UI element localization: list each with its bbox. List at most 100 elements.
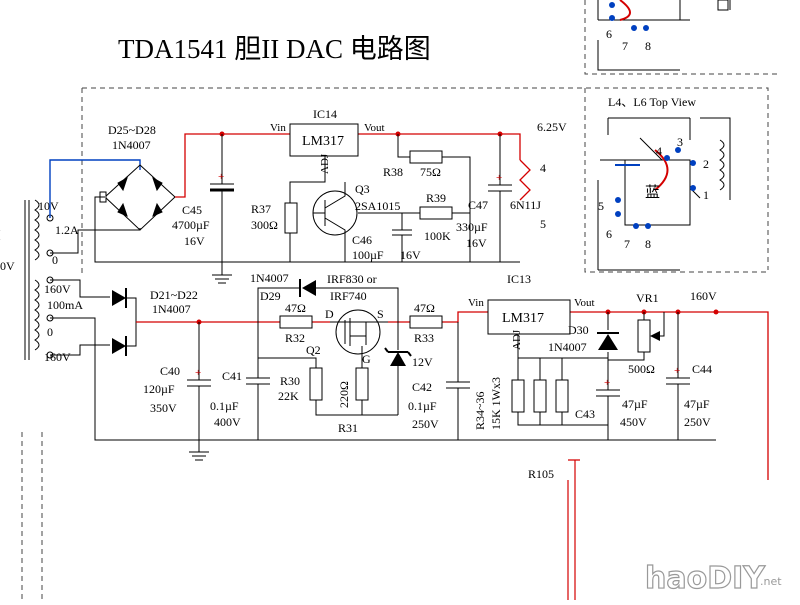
c45-b: 4700µF xyxy=(172,218,210,232)
r37-b: 300Ω xyxy=(251,218,278,232)
pin4: 4 xyxy=(540,161,546,175)
tv-pin-4: 4 xyxy=(656,144,662,158)
tr-0a: 0 xyxy=(52,253,58,267)
r35 xyxy=(533,379,547,413)
r33-b: R33 xyxy=(414,331,434,345)
r36 xyxy=(555,379,569,413)
page-title: TDA1541 胆II DAC 电路图 xyxy=(118,34,431,64)
q2-label: Q2 xyxy=(306,343,321,357)
zener xyxy=(390,352,406,366)
r37 xyxy=(284,202,298,234)
mos-s: S xyxy=(377,307,384,321)
tr-10v: 10V xyxy=(38,199,59,213)
d29-b: D29 xyxy=(260,289,281,303)
tv-pin-5: 5 xyxy=(598,199,604,213)
r39-b: 100K xyxy=(424,229,451,243)
c42-c: 250V xyxy=(412,417,439,431)
tp-pin-6: 6 xyxy=(606,27,612,41)
r33-a: 47Ω xyxy=(414,301,435,315)
r-220 xyxy=(355,367,369,401)
ic14-vin: Vin xyxy=(270,122,286,134)
tr-0b: 0 xyxy=(47,325,53,339)
bridge1-label-a: D25~D28 xyxy=(108,123,156,137)
rail-gnd-hv xyxy=(50,317,716,441)
c47-c: 16V xyxy=(466,236,487,250)
dashed-frames xyxy=(21,0,778,600)
c46-b: 100µF xyxy=(352,248,384,262)
tp-pin-8: 8 xyxy=(645,39,651,53)
q3-a: Q3 xyxy=(355,182,370,196)
d21-b: 1N4007 xyxy=(152,302,191,316)
c40-b: 120µF xyxy=(143,382,175,396)
c40 xyxy=(187,322,211,440)
ic14-chip: LM317 xyxy=(302,134,344,149)
c40-c: 350V xyxy=(150,401,177,415)
d21-d22 xyxy=(112,288,127,356)
ic13-adj: ADJ xyxy=(511,329,523,350)
r33 xyxy=(409,315,443,329)
ic13-vin: Vin xyxy=(468,297,484,309)
r31-label: R31 xyxy=(338,421,358,435)
r3436-b: 15K 1Wx3 xyxy=(489,377,503,430)
vr1-label: VR1 xyxy=(636,291,659,305)
d29 xyxy=(302,280,316,296)
c43-b: 47µF xyxy=(622,397,648,411)
r38-b: 75Ω xyxy=(420,165,441,179)
r105-label: R105 xyxy=(528,467,554,481)
c42-a: C42 xyxy=(412,380,432,394)
zener-label: 12V xyxy=(412,355,433,369)
r38 xyxy=(409,150,443,164)
d30 xyxy=(598,334,618,350)
c45-c: 16V xyxy=(184,234,205,248)
top-socket-partial xyxy=(597,0,731,71)
tv-pin-2: 2 xyxy=(703,157,709,171)
c47-b: 330µF xyxy=(456,220,488,234)
d21-a: D21~D22 xyxy=(150,288,198,302)
c41-b: 0.1µF xyxy=(210,399,239,413)
watermark-sub: .net xyxy=(760,575,782,588)
c46-c: 16V xyxy=(400,248,421,262)
r30-b: 22K xyxy=(278,389,299,403)
d30-a: D30 xyxy=(568,323,589,337)
irf-b: IRF740 xyxy=(330,289,367,303)
ic14-vout: Vout xyxy=(364,122,385,134)
c43-a: C43 xyxy=(575,407,595,421)
c44-a: C44 xyxy=(692,362,712,376)
c44 xyxy=(666,312,690,440)
r39-a: R39 xyxy=(426,191,446,205)
c47-a: C47 xyxy=(468,198,488,212)
svg-text:+: + xyxy=(195,367,201,379)
r500-label: 500Ω xyxy=(628,362,655,376)
tube-label: 6N11J xyxy=(510,198,541,212)
tr-100ma: 100mA xyxy=(47,298,83,312)
mos-g: G xyxy=(362,352,371,366)
rail-top-red-2 xyxy=(358,133,521,160)
ic13-label: IC13 xyxy=(507,272,531,286)
rail-hv-red-2 xyxy=(570,311,769,480)
gnd-symbol-1 xyxy=(212,262,232,284)
mosfet-circle xyxy=(335,309,381,355)
c43 xyxy=(596,389,620,440)
r32-a: 47Ω xyxy=(285,301,306,315)
bridge1-label-b: 1N4007 xyxy=(112,138,151,152)
d30-b: 1N4007 xyxy=(548,340,587,354)
r34 xyxy=(511,379,525,413)
r30 xyxy=(309,367,323,401)
ic13-vout: Vout xyxy=(574,297,595,309)
irf-a: IRF830 or xyxy=(327,272,377,286)
tr-1-2a: 1.2A xyxy=(55,223,79,237)
rail-gnd-lv xyxy=(94,196,520,263)
r30-a: R30 xyxy=(280,374,300,388)
c44-c: 250V xyxy=(684,415,711,429)
r39 xyxy=(419,206,453,220)
r38-a: R38 xyxy=(383,165,403,179)
watermark: haoDIY xyxy=(645,561,766,596)
svg-text:+: + xyxy=(218,171,224,183)
c44-b: 47µF xyxy=(684,397,710,411)
c41-a: C41 xyxy=(222,369,242,383)
tr-160b: 160V xyxy=(44,350,71,364)
v160-label: 160V xyxy=(690,289,717,303)
pin5: 5 xyxy=(540,217,546,231)
